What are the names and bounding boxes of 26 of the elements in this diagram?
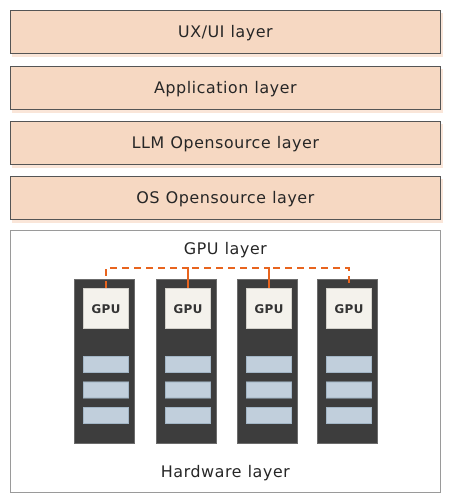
layer-band [10, 176, 441, 220]
layer-label: GPU layer [184, 239, 268, 259]
layer-label: Application layer [154, 78, 298, 98]
layer-label: Hardware layer [160, 462, 290, 482]
gpu-module [246, 288, 292, 329]
gpu-label: GPU [173, 302, 203, 316]
dashed-connector [268, 267, 350, 288]
gpu-module [165, 288, 211, 329]
layer-band [10, 10, 441, 54]
hardware-panel [10, 230, 441, 493]
server-rack [317, 279, 378, 444]
server-rack [156, 279, 217, 444]
server-rack [74, 279, 135, 444]
gpu-label: GPU [91, 302, 121, 316]
layer-band [10, 121, 441, 165]
layer-label: LLM Opensource layer [132, 133, 320, 153]
gpu-module [83, 288, 129, 329]
gpu-label: GPU [334, 302, 364, 316]
gpu-module [326, 288, 372, 329]
server-rack [237, 279, 298, 444]
layer-band [10, 66, 441, 110]
gpu-label: GPU [254, 302, 284, 316]
dashed-connector [187, 267, 270, 288]
layer-label: OS Opensource layer [136, 188, 315, 208]
layer-label: UX/UI layer [178, 22, 274, 42]
dashed-connector [105, 267, 189, 288]
